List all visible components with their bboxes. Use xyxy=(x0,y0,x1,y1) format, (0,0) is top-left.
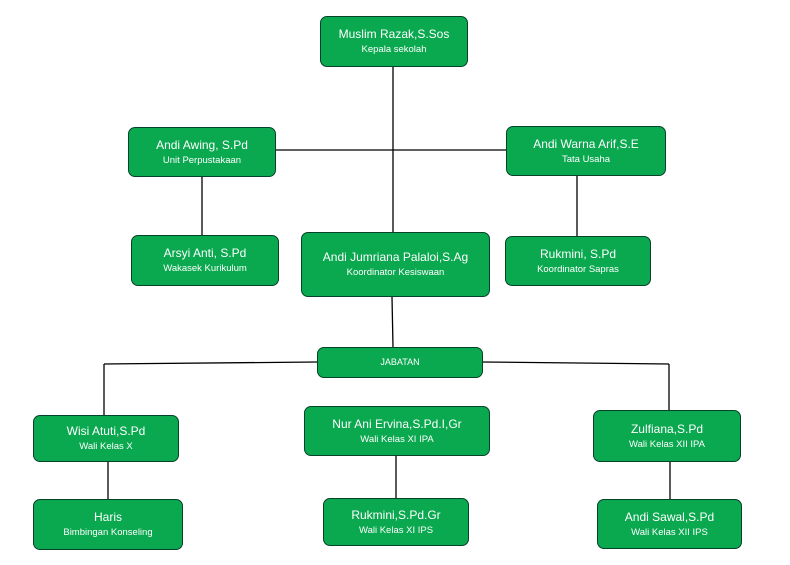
col2-top-name: Nur Ani Ervina,S.Pd.I,Gr xyxy=(332,416,462,431)
right-top-role: Tata Usaha xyxy=(561,153,611,165)
center-mid-role: Koordinator Kesiswaan xyxy=(346,267,445,279)
right-mid-role: Koordinator Sapras xyxy=(537,263,619,275)
node-left-mid: Arsyi Anti, S.Pd Wakasek Kurikulum xyxy=(131,235,279,286)
node-col2-bottom: Rukmini,S.Pd.Gr Wali Kelas XI IPS xyxy=(323,498,469,546)
node-left-top: Andi Awing, S.Pd Unit Perpustakaan xyxy=(128,127,276,177)
left-top-name: Andi Awing, S.Pd xyxy=(156,137,248,152)
connector-jabatan-left xyxy=(103,361,318,365)
connector-center-mid-to-jabatan xyxy=(391,296,394,348)
col1-bottom-name: Haris xyxy=(93,510,122,525)
col3-top-name: Zulfiana,S.Pd xyxy=(630,421,704,436)
col3-top-role: Wali Kelas XII IPA xyxy=(628,438,706,450)
right-mid-name: Rukmini, S.Pd xyxy=(539,246,617,261)
node-head: Muslim Razak,S.Sos Kepala sekolah xyxy=(320,16,468,67)
node-right-top: Andi Warna Arif,S.E Tata Usaha xyxy=(506,126,666,176)
node-col3-top: Zulfiana,S.Pd Wali Kelas XII IPA xyxy=(593,410,741,462)
center-mid-name: Andi Jumriana Palaloi,S.Ag xyxy=(322,250,469,265)
node-col3-bottom: Andi Sawal,S.Pd Wali Kelas XII IPS xyxy=(597,499,742,549)
head-role: Kepala sekolah xyxy=(361,44,427,56)
node-col2-top: Nur Ani Ervina,S.Pd.I,Gr Wali Kelas XI I… xyxy=(304,406,490,456)
node-col1-bottom: Haris Bimbingan Konseling xyxy=(33,499,183,550)
connector-jabatan-right xyxy=(482,361,670,365)
node-center-mid: Andi Jumriana Palaloi,S.Ag Koordinator K… xyxy=(301,232,490,297)
node-col1-top: Wisi Atuti,S.Pd Wali Kelas X xyxy=(33,415,179,462)
col3-bottom-role: Wali Kelas XII IPS xyxy=(631,526,708,538)
left-mid-role: Wakasek Kurikulum xyxy=(163,263,247,275)
right-top-name: Andi Warna Arif,S.E xyxy=(533,136,639,151)
col1-bottom-role: Bimbingan Konseling xyxy=(63,527,153,539)
col2-bottom-name: Rukmini,S.Pd.Gr xyxy=(351,507,441,522)
col2-bottom-role: Wali Kelas XI IPS xyxy=(358,524,434,536)
col1-top-role: Wali Kelas X xyxy=(79,441,133,453)
col2-top-role: Wali Kelas XI IPA xyxy=(360,433,434,445)
node-right-mid: Rukmini, S.Pd Koordinator Sapras xyxy=(505,236,651,286)
col1-top-name: Wisi Atuti,S.Pd xyxy=(66,424,146,439)
col3-bottom-name: Andi Sawal,S.Pd xyxy=(624,509,715,524)
node-jabatan: JABATAN xyxy=(317,347,483,378)
jabatan-label: JABATAN xyxy=(380,356,420,367)
left-top-role: Unit Perpustakaan xyxy=(162,154,242,166)
head-name: Muslim Razak,S.Sos xyxy=(338,27,450,42)
left-mid-name: Arsyi Anti, S.Pd xyxy=(163,246,247,261)
